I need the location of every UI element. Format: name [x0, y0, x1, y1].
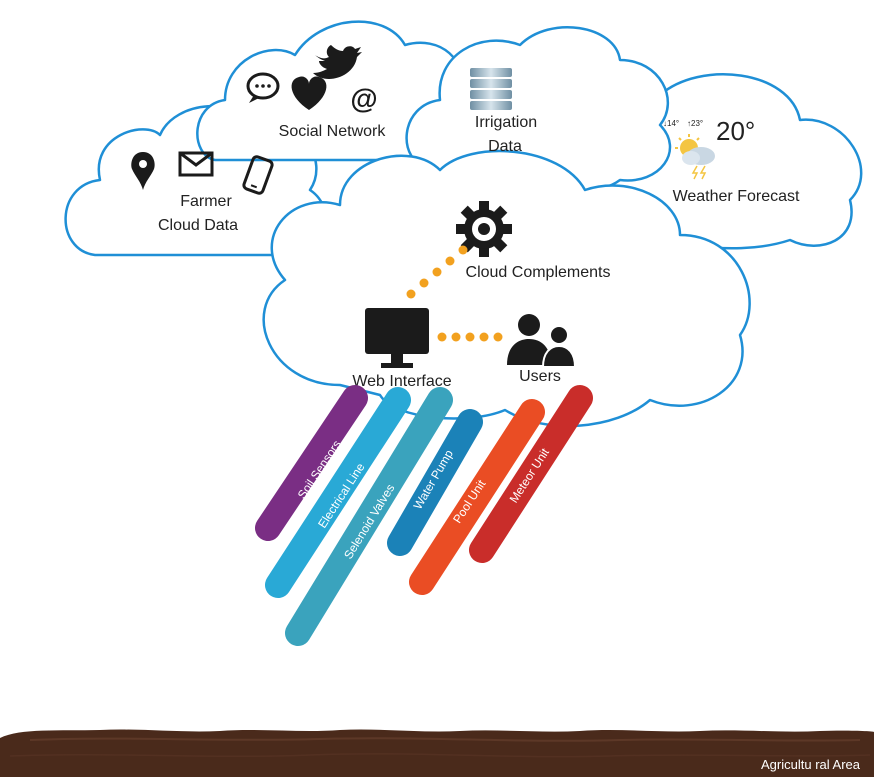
weather-high-temp: ↑23°	[687, 119, 703, 128]
users-label: Users	[519, 368, 561, 385]
connector-dots-to-users	[437, 332, 503, 342]
at-sign-icon: @	[350, 83, 377, 114]
sun-cloud-storm-icon	[675, 134, 715, 180]
smartphone-icon	[242, 155, 274, 195]
gear-icon	[456, 201, 512, 257]
chat-bubble-icon	[246, 72, 280, 103]
farmer-cloud-label-line1: Farmer	[180, 193, 232, 210]
agricultural-area-label: Agricultu ral Area	[761, 757, 861, 772]
rain-streak-selenoid-valves	[285, 387, 453, 646]
weather-low-temp: ↓14°	[663, 119, 679, 128]
central-cloud	[262, 149, 751, 428]
ground-soil	[0, 729, 874, 777]
envelope-icon	[178, 151, 214, 177]
farmer-cloud-label-line2: Cloud Data	[158, 217, 238, 234]
web-interface-label: Web Interface	[352, 373, 451, 390]
weather-cloud-label: Weather Forecast	[673, 188, 800, 205]
users-icon	[507, 314, 577, 368]
heart-icon	[291, 76, 327, 110]
rain-streak-water-pump	[387, 409, 483, 556]
location-pin-icon	[131, 152, 155, 190]
database-icon	[470, 68, 512, 110]
rain-streak-soil-sensors	[255, 385, 368, 541]
connector-dots-to-gear	[406, 245, 468, 299]
rain-streak-pool-unit	[409, 399, 545, 595]
weather-current-temp: 20°	[716, 116, 755, 146]
twitter-bird-icon	[313, 45, 362, 79]
cloud-complements-label: Cloud Complements	[466, 264, 611, 281]
ground-soil-highlight	[29, 737, 861, 742]
agricultural-ground: Agricultu ral Area	[0, 729, 874, 777]
irrigation-cloud-label-line2: Data	[488, 138, 522, 155]
monitor-icon	[365, 308, 429, 368]
social-cloud-label: Social Network	[279, 123, 387, 140]
central-cloud-outline	[262, 149, 751, 428]
rain-streak-electrical-line	[265, 387, 411, 598]
irrigation-cloud-label-line1: Irrigation	[475, 114, 537, 131]
rain-streak-meteor-unit	[469, 385, 593, 563]
ground-soil-texture	[9, 753, 871, 758]
